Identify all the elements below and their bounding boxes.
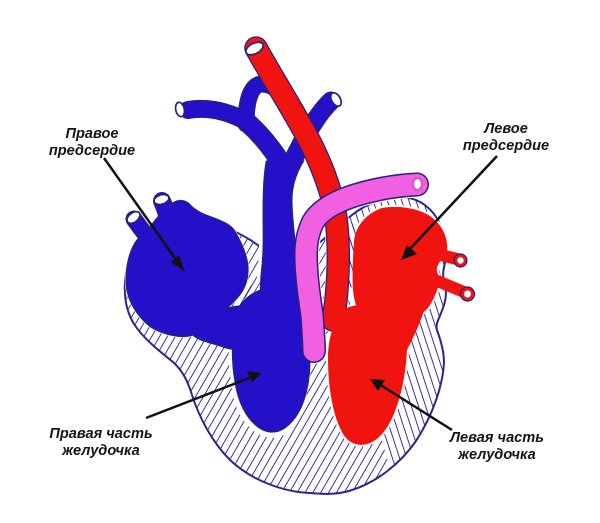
svg-text:предсердие: предсердие [49, 143, 135, 159]
svg-text:предсердие: предсердие [463, 138, 549, 154]
svg-text:Левая часть: Левая часть [449, 430, 544, 446]
svg-text:Правое: Правое [65, 126, 118, 142]
svg-text:желудочка: желудочка [457, 447, 535, 463]
svg-text:желудочка: желудочка [61, 443, 139, 459]
svg-text:Правая часть: Правая часть [49, 426, 152, 442]
svg-text:Левое: Левое [483, 121, 528, 137]
